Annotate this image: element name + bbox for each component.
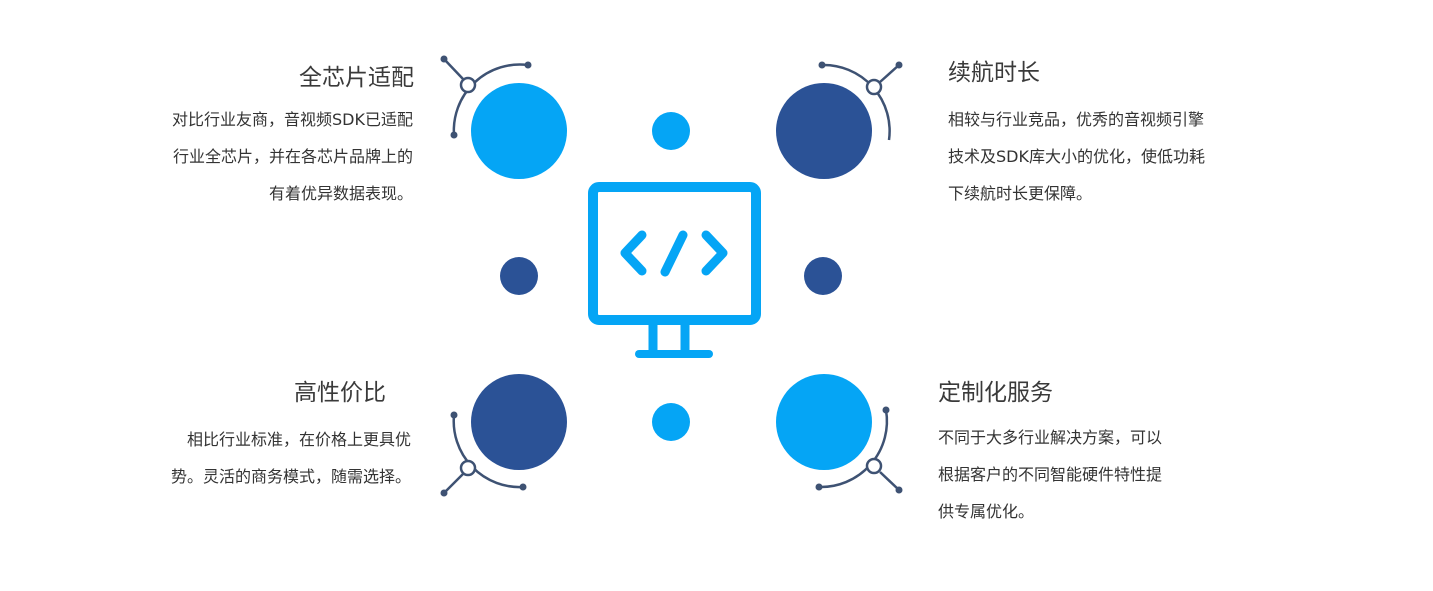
feature-desc-chip-adaptation: 对比行业友商，音视频SDK已适配 行业全芯片，并在各芯片品牌上的 有着优异数据表… xyxy=(172,101,413,212)
circle-top-right-dark xyxy=(776,83,872,179)
dot-right-dark xyxy=(804,257,842,295)
desc-line: 不同于大多行业解决方案，可以 xyxy=(938,428,1163,447)
connector-bottom-left xyxy=(440,411,527,497)
desc-line: 下续航时长更保障。 xyxy=(948,184,1093,203)
dot-left-dark xyxy=(500,257,538,295)
desc-line: 相较与行业竞品，优秀的音视频引擎 xyxy=(948,110,1205,129)
feature-desc-cost-performance: 相比行业标准，在价格上更具优 势。灵活的商务模式，随需选择。 xyxy=(171,421,411,495)
feature-title-battery-life: 续航时长 xyxy=(948,60,1040,86)
desc-line: 相比行业标准，在价格上更具优 xyxy=(186,430,411,449)
feature-title-custom-service: 定制化服务 xyxy=(938,380,1053,406)
connector-top-left xyxy=(440,55,532,139)
feature-title-cost-performance: 高性价比 xyxy=(294,380,386,406)
feature-desc-custom-service: 不同于大多行业解决方案，可以 根据客户的不同智能硬件特性提 供专属优化。 xyxy=(938,419,1162,530)
desc-line: 技术及SDK库大小的优化，使低功耗 xyxy=(948,147,1205,166)
circle-bottom-left-dark xyxy=(471,374,567,470)
connector-bottom-right xyxy=(815,406,903,494)
circle-bottom-right-light xyxy=(776,374,872,470)
desc-line: 有着优异数据表现。 xyxy=(268,184,413,203)
desc-line: 供专属优化。 xyxy=(938,502,1035,521)
circle-top-left-light xyxy=(471,83,567,179)
dot-top-light xyxy=(652,112,690,150)
feature-desc-battery-life: 相较与行业竞品，优秀的音视频引擎 技术及SDK库大小的优化，使低功耗 下续航时长… xyxy=(948,101,1205,212)
desc-line: 对比行业友商，音视频SDK已适配 xyxy=(172,110,413,129)
feature-title-chip-adaptation: 全芯片适配 xyxy=(299,65,414,91)
desc-line: 行业全芯片，并在各芯片品牌上的 xyxy=(172,147,413,166)
connector-top-right xyxy=(818,61,903,141)
desc-line: 根据客户的不同智能硬件特性提 xyxy=(938,465,1163,484)
desc-line: 势。灵活的商务模式，随需选择。 xyxy=(170,467,411,486)
monitor-code-icon xyxy=(588,182,761,358)
dot-bottom-light xyxy=(652,403,690,441)
